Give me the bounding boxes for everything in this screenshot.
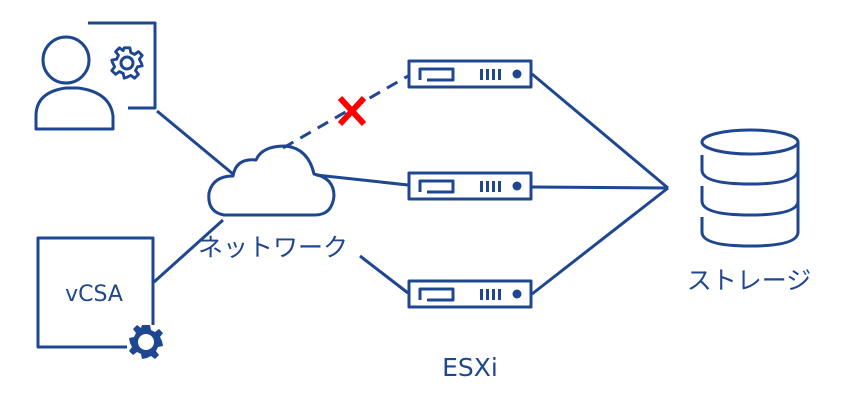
edge-esxi-1-storage xyxy=(531,72,669,190)
connectors xyxy=(152,72,669,296)
database-icon xyxy=(700,128,800,248)
vcsa-label: vCSA xyxy=(65,282,123,307)
esxi-host-2 xyxy=(407,171,533,201)
edge-network-esxi-3 xyxy=(359,254,409,295)
esxi-label: ESXi xyxy=(442,353,498,382)
network-label: ネットワーク xyxy=(198,233,348,262)
gear-icon xyxy=(110,46,144,80)
storage-label: ストレージ xyxy=(687,266,812,295)
failure-x-icon xyxy=(337,95,367,127)
edge-esxi-3-storage xyxy=(531,186,669,296)
edge-vcsa-network xyxy=(152,218,225,284)
vcsa-node: vCSA xyxy=(36,236,163,359)
edge-network-esxi-2 xyxy=(315,173,409,187)
esxi-host-3 xyxy=(407,279,533,309)
edge-network-esxi-1-dashed xyxy=(282,74,409,150)
edge-admin-network xyxy=(156,109,234,176)
gear-icon xyxy=(129,325,163,359)
cloud-icon xyxy=(207,144,336,217)
esxi-host-1 xyxy=(407,59,533,89)
edge-esxi-2-storage xyxy=(531,185,669,190)
admin-user-gear-icon xyxy=(34,21,157,131)
